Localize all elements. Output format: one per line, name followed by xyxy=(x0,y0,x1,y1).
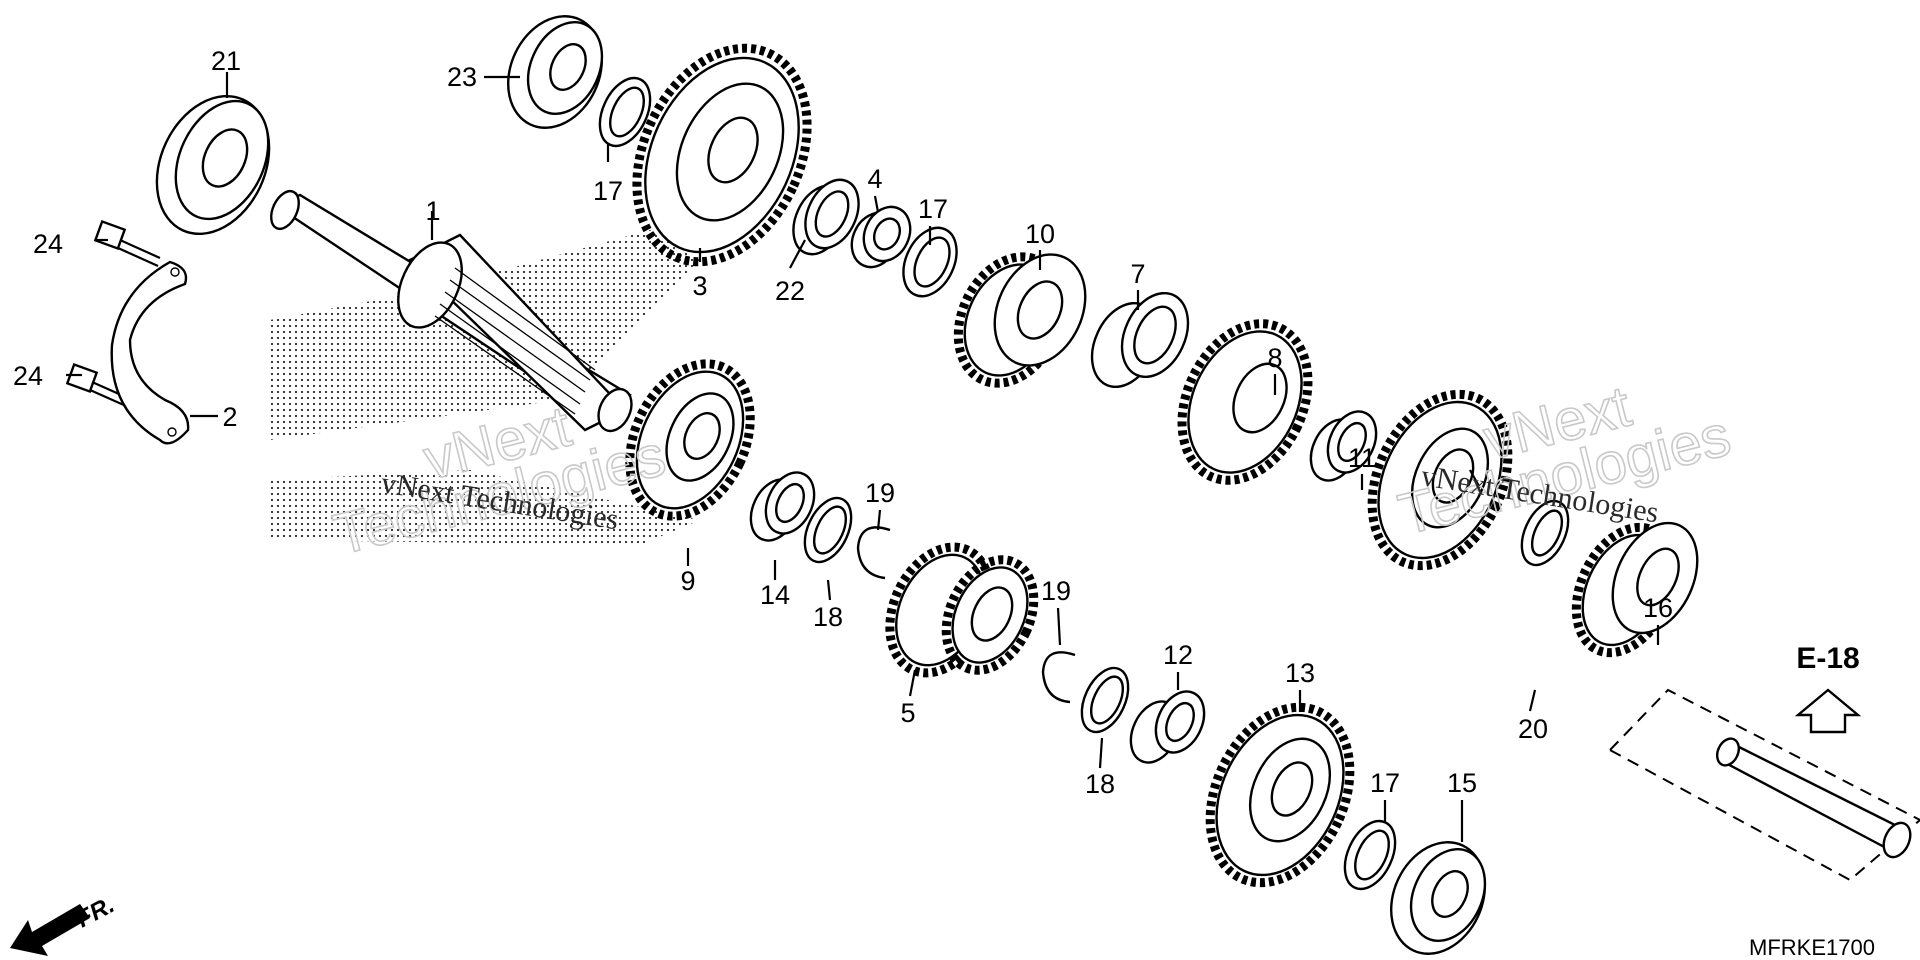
callout-21[interactable]: 22 xyxy=(775,276,805,306)
callout-22[interactable]: 23 xyxy=(447,62,477,92)
callout-3[interactable]: 3 xyxy=(692,271,707,301)
gear-10[interactable] xyxy=(939,240,1103,400)
circlip-19-upper[interactable] xyxy=(856,526,891,580)
callout-11[interactable]: 11 xyxy=(1348,443,1376,473)
callout-16-top[interactable]: 17 xyxy=(593,176,623,206)
callout-labels: 21 23 1 24 24 2 17 3 22 4 17 10 7 8 11 1… xyxy=(13,46,1673,799)
callout-18[interactable]: 20 xyxy=(1518,714,1548,744)
needle-bearing-21[interactable] xyxy=(783,171,869,263)
bracket-2[interactable] xyxy=(110,260,190,445)
callout-17-lower[interactable]: 18 xyxy=(1085,769,1115,799)
front-label: FR. xyxy=(72,891,119,933)
gear-15[interactable] xyxy=(1557,509,1714,668)
gear-8[interactable] xyxy=(1158,303,1332,501)
bolt-24-bottom[interactable] xyxy=(65,362,129,408)
washer-16-middle[interactable] xyxy=(893,219,967,305)
bushing-14[interactable] xyxy=(742,465,824,549)
callout-23[interactable]: 15 xyxy=(1447,768,1477,798)
callout-14[interactable]: 14 xyxy=(760,580,790,610)
washer-16-top[interactable] xyxy=(590,70,660,154)
needle-bearing-13[interactable] xyxy=(1122,684,1214,771)
callout-13[interactable]: 12 xyxy=(1163,640,1193,670)
bearing-22[interactable] xyxy=(491,1,620,143)
reference-label[interactable]: E-18 xyxy=(1796,642,1859,675)
countershaft-inset xyxy=(1608,688,1920,882)
bushing-4[interactable] xyxy=(843,199,919,274)
bearing-20[interactable] xyxy=(135,78,290,252)
callout-19-upper[interactable]: 19 xyxy=(865,478,895,508)
callout-15[interactable]: 16 xyxy=(1643,593,1673,623)
bolt-24-top[interactable] xyxy=(93,219,161,268)
callout-8[interactable]: 8 xyxy=(1267,343,1282,373)
callout-19-lower[interactable]: 19 xyxy=(1041,576,1071,606)
bushing-11[interactable] xyxy=(1302,404,1386,489)
gear-5[interactable] xyxy=(870,531,1050,690)
callout-2[interactable]: 2 xyxy=(222,402,237,432)
circlip-19-lower[interactable] xyxy=(1041,651,1076,704)
callout-1[interactable]: 1 xyxy=(425,196,440,226)
callout-9[interactable]: 9 xyxy=(680,566,695,596)
bearing-23[interactable] xyxy=(1374,827,1503,960)
callout-16-middle[interactable]: 17 xyxy=(918,194,948,224)
washer-18[interactable] xyxy=(1513,494,1578,573)
callout-24-top[interactable]: 24 xyxy=(33,229,63,259)
gear-6[interactable] xyxy=(1346,372,1534,588)
splined-washer-17-upper[interactable] xyxy=(796,491,861,570)
gear-9[interactable] xyxy=(606,344,773,535)
callout-24-bottom[interactable]: 24 xyxy=(13,361,43,391)
callout-10[interactable]: 10 xyxy=(1025,219,1055,249)
gear-3[interactable] xyxy=(604,21,840,290)
main-shaft-1[interactable] xyxy=(266,187,638,436)
needle-bearing-7[interactable] xyxy=(1079,282,1201,397)
front-arrow-icon: FR. xyxy=(10,891,119,956)
callout-20[interactable]: 21 xyxy=(211,46,241,76)
callout-17-upper[interactable]: 18 xyxy=(813,602,843,632)
reference-arrow-icon xyxy=(1794,688,1862,734)
callout-4[interactable]: 4 xyxy=(867,164,882,194)
callout-12[interactable]: 13 xyxy=(1285,658,1315,688)
callout-7[interactable]: 7 xyxy=(1130,259,1145,289)
callout-16-lower[interactable]: 17 xyxy=(1370,768,1400,798)
leader-lines xyxy=(66,72,1660,842)
splined-washer-17-lower[interactable] xyxy=(1073,661,1138,740)
drawing-code: MFRKE1700 xyxy=(1749,935,1875,960)
callout-5[interactable]: 5 xyxy=(900,698,915,728)
washer-16-lower[interactable] xyxy=(1335,813,1405,897)
gear-12[interactable] xyxy=(1183,685,1377,906)
